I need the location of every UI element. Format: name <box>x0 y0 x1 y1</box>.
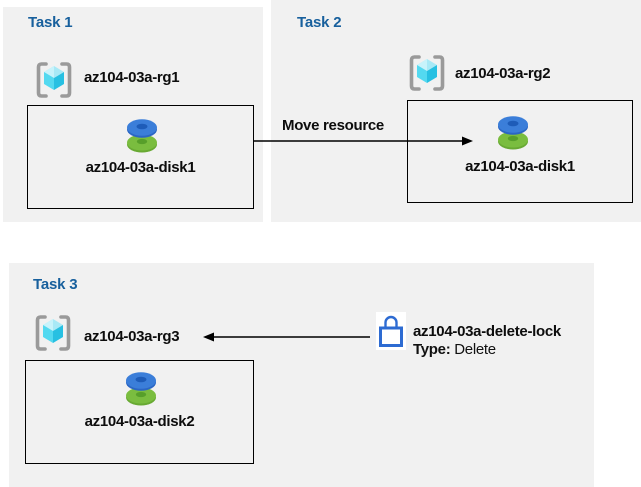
task1-resource-group-label: az104-03a-rg1 <box>84 69 180 86</box>
lock-type-value: Delete <box>454 341 496 358</box>
task2-disk-label: az104-03a-disk1 <box>465 158 575 175</box>
task2-title: Task 2 <box>297 14 342 31</box>
task1-title: Task 1 <box>28 14 73 31</box>
task3-disk-label: az104-03a-disk2 <box>84 413 195 430</box>
task2-panel <box>271 0 641 222</box>
resource-group-icon <box>33 59 75 101</box>
task1-panel <box>3 7 263 222</box>
delete-lock-type: Type: Delete <box>413 342 496 357</box>
disk-icon <box>494 113 532 151</box>
resource-group-icon <box>32 312 74 354</box>
task3-title: Task 3 <box>33 276 78 293</box>
task2-resource-group-label: az104-03a-rg2 <box>455 65 551 82</box>
move-resource-label: Move resource <box>282 117 384 134</box>
task3-resource-group-label: az104-03a-rg3 <box>84 328 180 345</box>
disk-icon <box>123 116 161 154</box>
task3-panel <box>9 263 594 487</box>
task1-resource-box <box>27 105 254 209</box>
move-arrow-icon <box>254 133 476 149</box>
lock-type-label: Type: <box>413 341 455 358</box>
task2-resource-box <box>407 100 633 203</box>
delete-lock-name: az104-03a-delete-lock <box>413 323 561 340</box>
disk-icon <box>122 369 160 407</box>
lock-arrow-icon <box>200 329 372 345</box>
lock-icon <box>376 312 406 350</box>
resource-group-icon <box>406 52 448 94</box>
task3-resource-box <box>25 360 254 464</box>
task1-disk-label: az104-03a-disk1 <box>85 159 196 176</box>
